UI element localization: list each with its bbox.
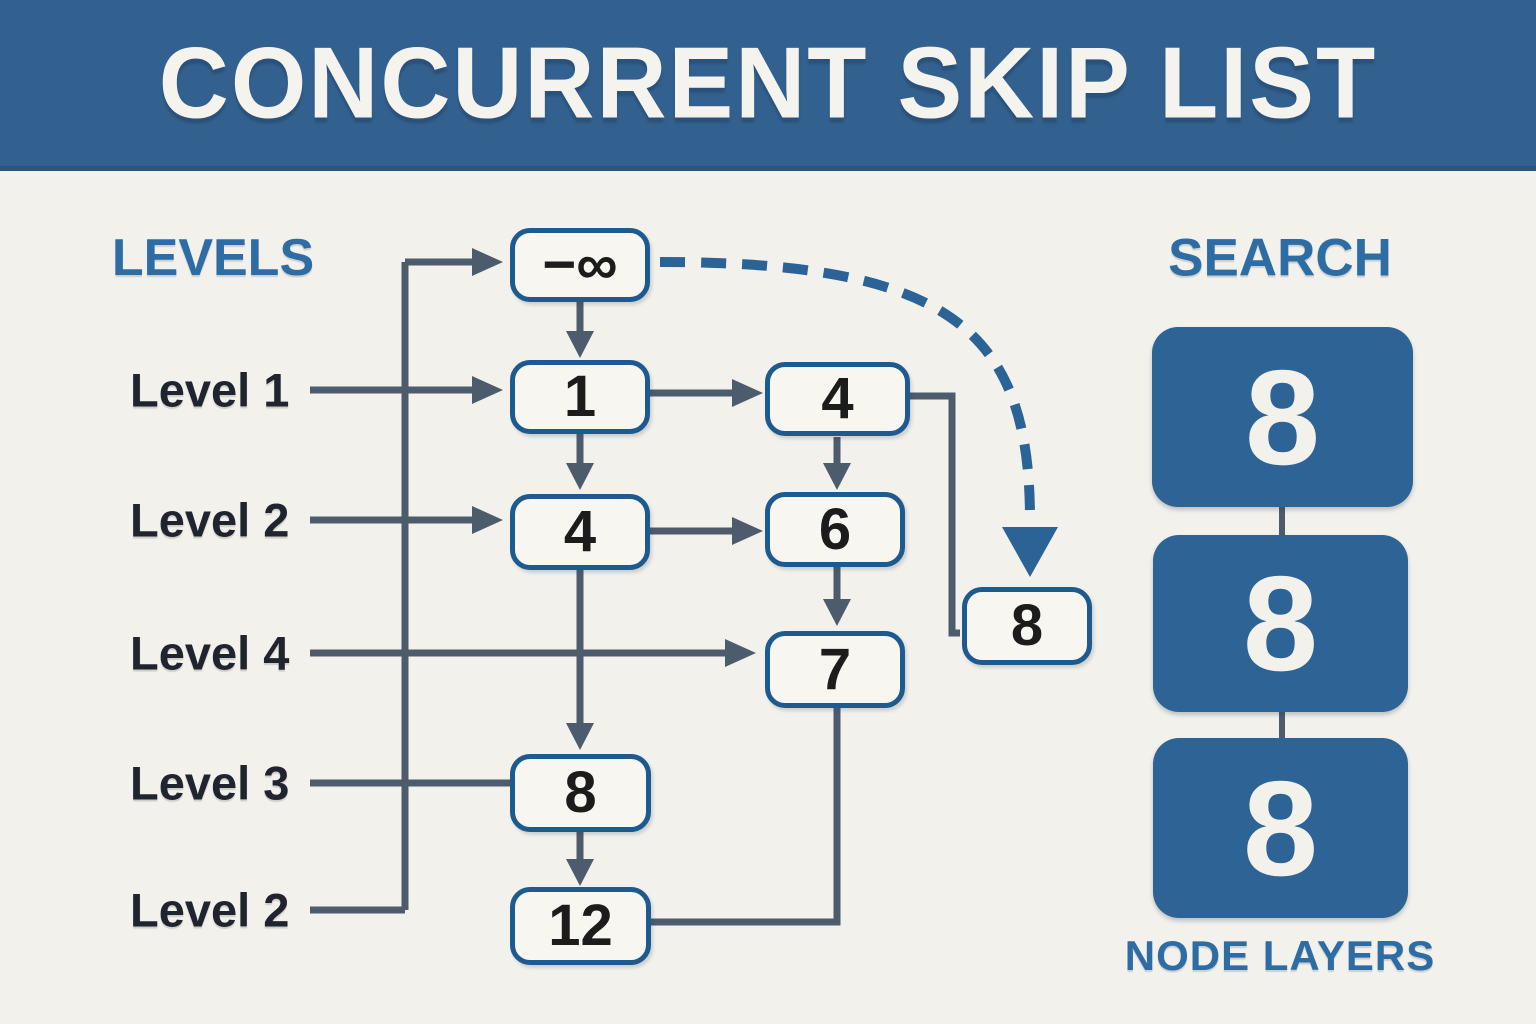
n4r-to-n8r-elbow <box>905 392 960 637</box>
node-1: 1 <box>510 360 650 434</box>
node-head-label: −∞ <box>542 232 618 297</box>
node-1-label: 1 <box>563 364 597 429</box>
level4-arrowhead <box>725 639 756 667</box>
search-path-dashed-arc <box>659 257 1035 521</box>
node-12: 12 <box>510 887 651 965</box>
page-title: CONCURRENT SKIP LIST <box>158 25 1378 140</box>
n1-n4r-arrowhead <box>732 379 763 407</box>
node-8-mid: 8 <box>510 754 651 832</box>
level-label-4: Level 3 <box>130 756 290 810</box>
node-4-top-label: 4 <box>821 366 854 431</box>
search-box-2: 8 <box>1153 535 1408 712</box>
node-4-mid: 4 <box>510 494 650 570</box>
node-4-mid-label: 4 <box>563 499 597 564</box>
search-path-arrowhead <box>1002 527 1058 577</box>
n6-n7-arrowhead <box>823 599 851 626</box>
levels-heading: LEVELS <box>111 229 315 287</box>
node-6: 6 <box>765 492 905 567</box>
level-label-5: Level 2 <box>130 883 290 937</box>
node-8-right: 8 <box>962 587 1092 665</box>
connector-lines <box>310 258 960 926</box>
level2-arrowhead <box>472 506 503 534</box>
node-8-right-label: 8 <box>1010 593 1044 658</box>
search-box-1: 8 <box>1152 327 1413 507</box>
search-heading: SEARCH <box>1168 228 1392 288</box>
n1-n4-arrowhead <box>566 463 594 490</box>
search-box-3: 8 <box>1153 738 1408 918</box>
skip-list-diagram: LEVELS Level 1 Level 2 Level 4 Level 3 L… <box>0 176 1536 1024</box>
node-4-top: 4 <box>765 362 910 436</box>
n7-to-n12-elbow <box>651 708 841 926</box>
node-6-label: 6 <box>818 496 852 562</box>
level1-arrowhead <box>472 376 503 404</box>
n4-n8-arrowhead <box>566 723 594 750</box>
level-label-1: Level 1 <box>130 363 290 417</box>
n4-n6-arrowhead <box>732 517 763 545</box>
node-12-label: 12 <box>548 893 613 958</box>
n8-n12-arrowhead <box>566 859 594 886</box>
search-box-2-value: 8 <box>1242 548 1319 699</box>
node-head: −∞ <box>510 228 650 302</box>
header-banner: CONCURRENT SKIP LIST <box>0 0 1536 171</box>
search-box-3-value: 8 <box>1242 752 1319 904</box>
level-label-2: Level 2 <box>130 493 290 547</box>
head-arrowhead <box>472 248 503 276</box>
arrowheads <box>472 248 851 886</box>
node-8-mid-label: 8 <box>564 760 597 825</box>
level-label-3: Level 4 <box>130 626 290 680</box>
node-7-label: 7 <box>818 636 852 702</box>
node-layers-caption: NODE LAYERS <box>1124 932 1436 979</box>
search-box-1-value: 8 <box>1244 341 1321 493</box>
node-7: 7 <box>765 631 905 708</box>
head-n1-arrowhead <box>566 331 594 358</box>
n4r-n6-arrowhead <box>823 463 851 490</box>
